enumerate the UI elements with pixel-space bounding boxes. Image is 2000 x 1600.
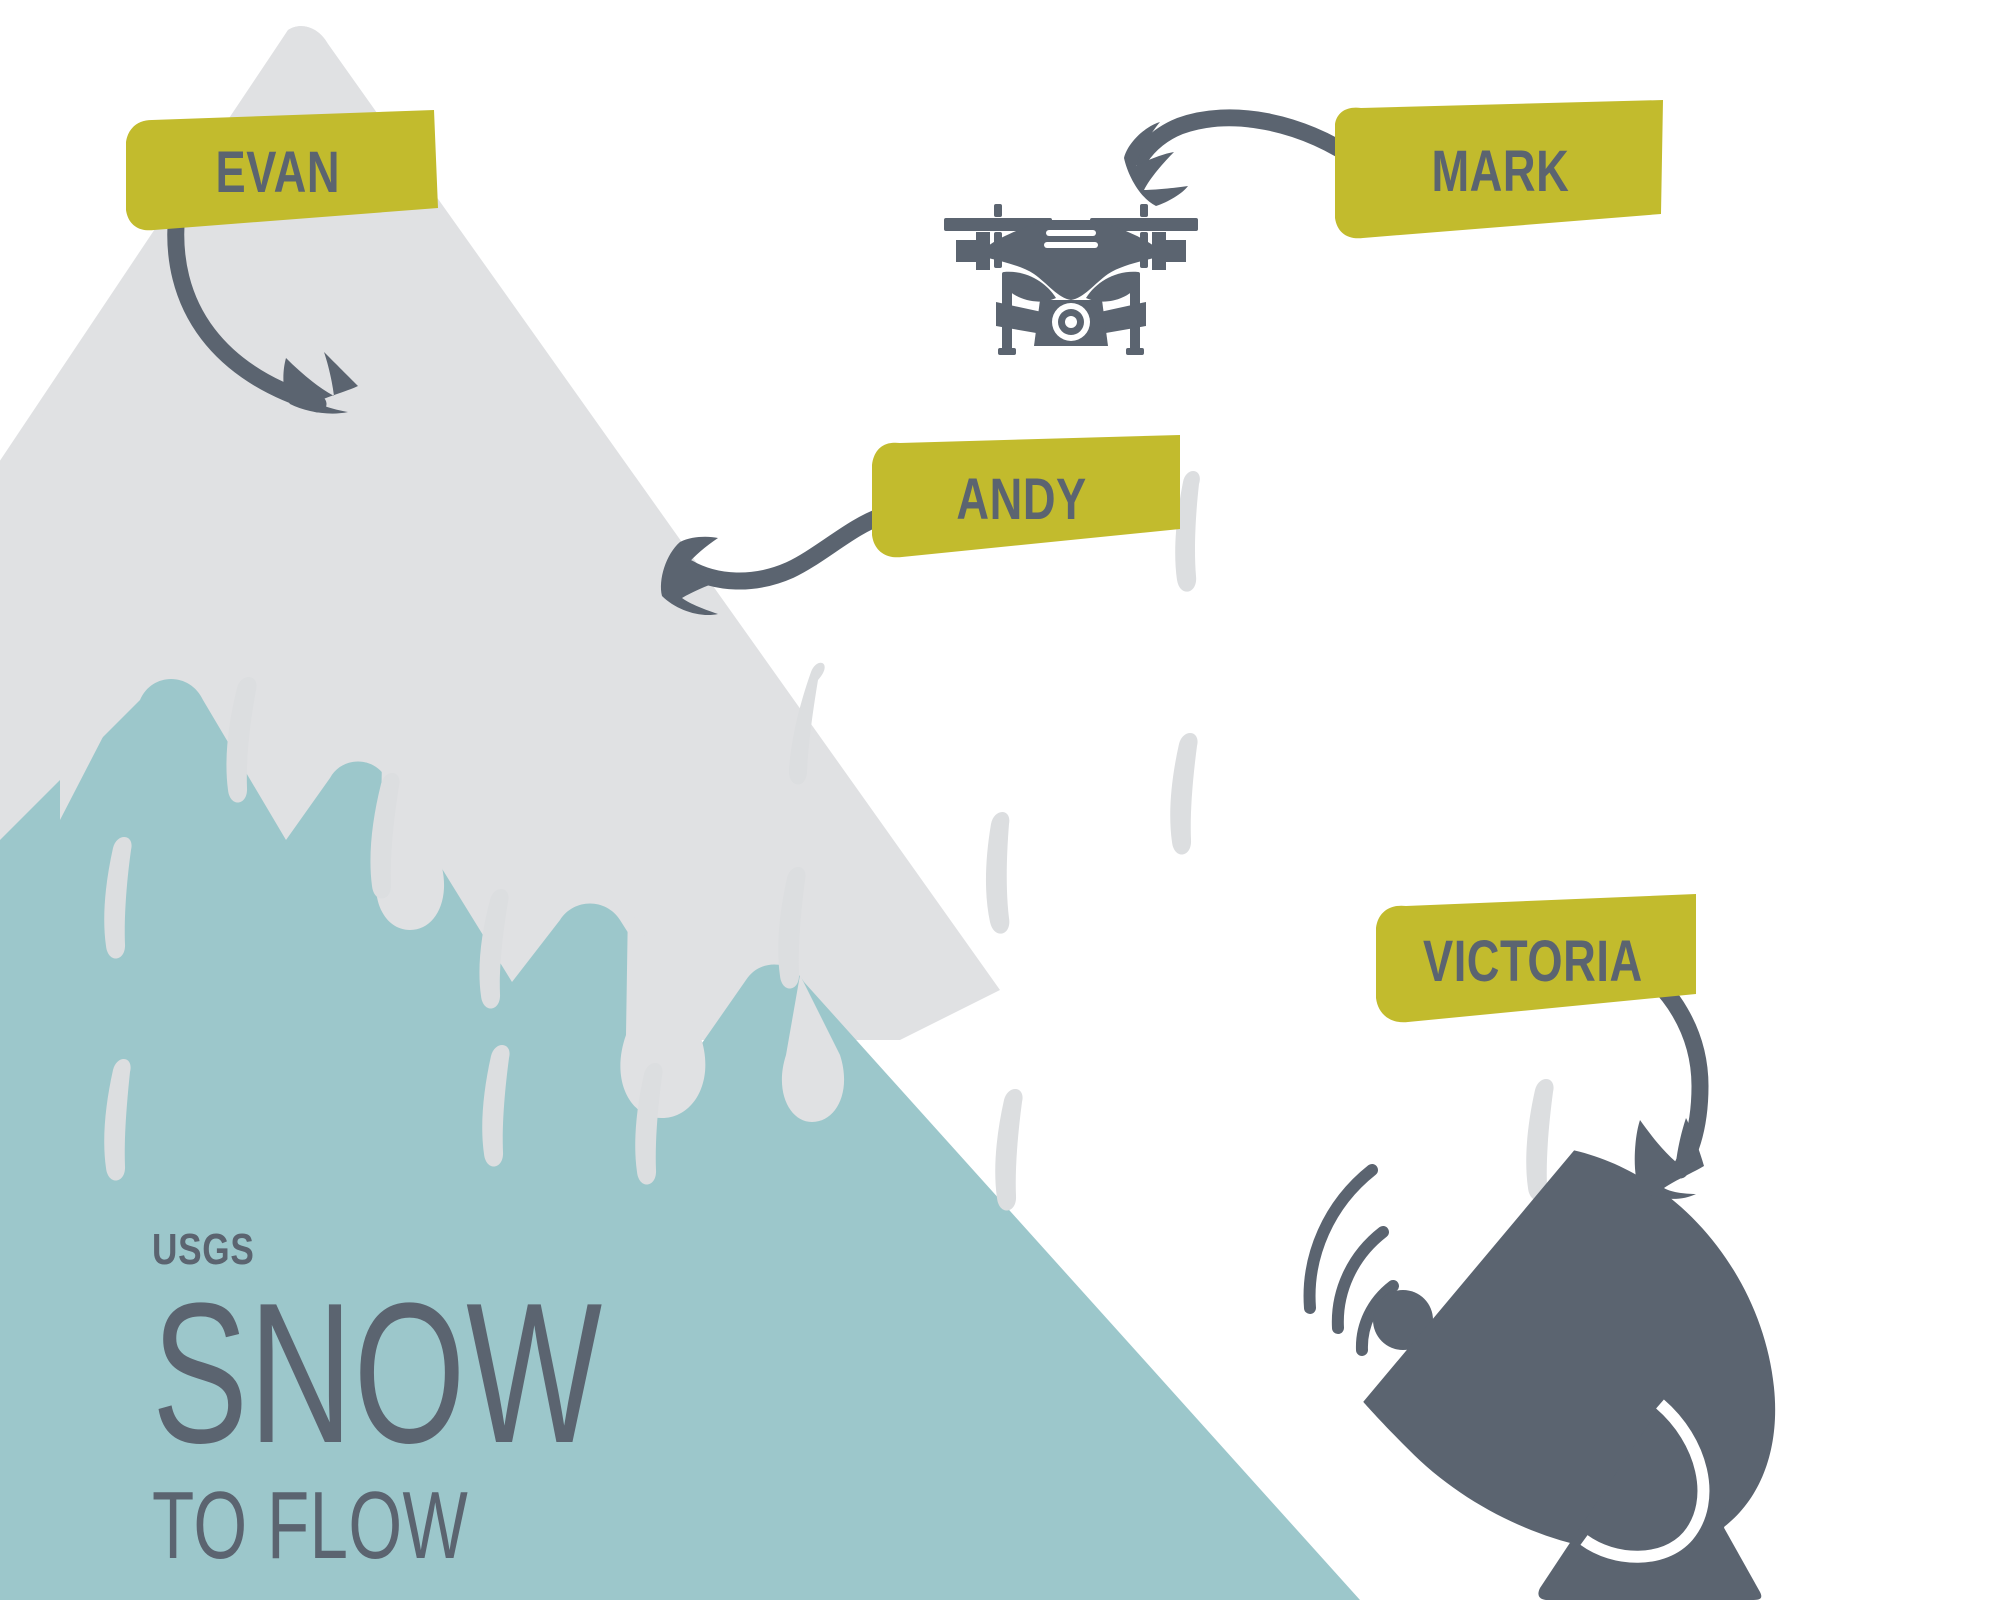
banner-label-text: MARK (1431, 138, 1569, 204)
satellite-dish-icon (1303, 1150, 1776, 1600)
andy-arrow (660, 507, 891, 616)
banner-shape (126, 110, 438, 231)
mark-arrow (1124, 109, 1369, 206)
banner-shape (1335, 100, 1663, 239)
label-banner-andy[interactable]: ANDY (862, 433, 1182, 565)
mountain-body-teal (0, 679, 1360, 1600)
drone-icon (944, 204, 1198, 355)
banner-shape (872, 435, 1180, 558)
banner-label-text: VICTORIA (1423, 928, 1643, 994)
banner-shape (1376, 894, 1696, 1023)
evan-arrow (167, 203, 358, 414)
label-banner-victoria[interactable]: VICTORIA (1366, 894, 1700, 1028)
page-title: SNOW (152, 1262, 603, 1485)
label-banner-evan[interactable]: EVAN (118, 108, 438, 236)
banner-label-text: ANDY (956, 466, 1088, 532)
banner-label-text: EVAN (215, 139, 341, 205)
title-block: USGS SNOW TO FLOW (152, 1228, 712, 1574)
agency-eyebrow: USGS (152, 1225, 255, 1274)
page-subtitle: TO FLOW (152, 1472, 469, 1579)
snow-dash-marks (104, 470, 1554, 1211)
label-banner-mark[interactable]: MARK (1333, 100, 1667, 242)
